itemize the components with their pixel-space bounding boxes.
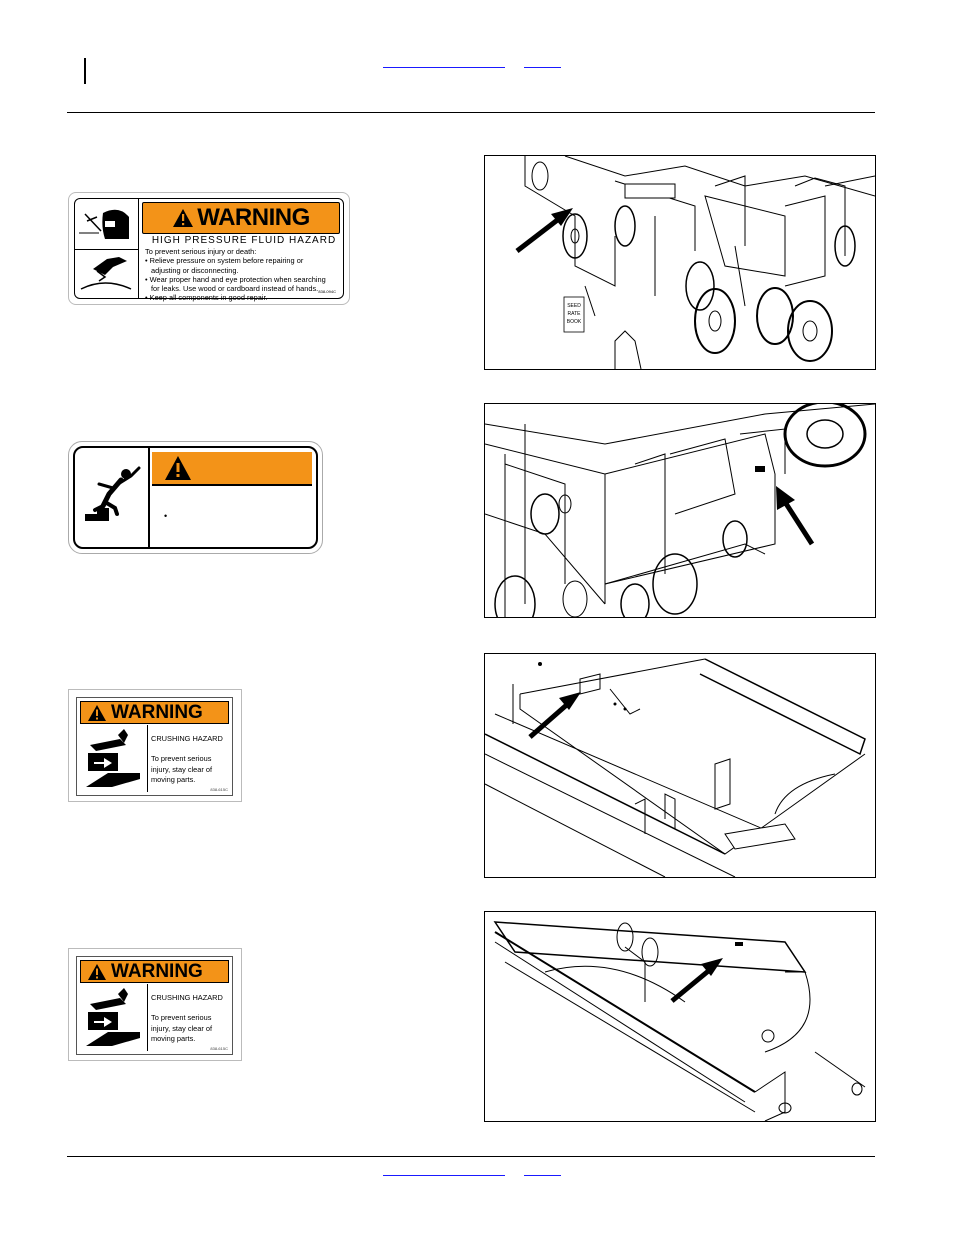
warning-label: WARNING [111,960,203,982]
decal-part-number: 838-615C [210,787,228,792]
planter-row-units-illustration: SEED RATE BOOK [515,156,875,369]
instruction-line: adjusting or disconnecting. [151,265,239,275]
falling-person-icon [85,466,141,521]
crushing-hazard-decal-1: WARNING CRUSHING HAZARD To prevent serio… [68,689,242,802]
figure-decal-location-4 [484,911,876,1122]
warning-triangle-icon [88,704,106,721]
header-rule [67,112,875,113]
hazard-title: CRUSHING HAZARD [151,734,223,743]
instruction-line: for leaks. Use wood or cardboard instead… [151,284,319,294]
warning-banner: WARNING [142,202,340,234]
face-shield-icon [79,209,129,239]
hazard-title: HIGH PRESSURE FLUID HAZARD [151,235,337,246]
hazard-message: To prevent serious injury, stay clear of… [151,1013,213,1043]
figure-decal-location-2 [484,403,876,618]
warning-banner: WARNING [80,701,229,724]
seed-box-front-illustration [493,921,866,1121]
warning-triangle-icon [165,456,191,480]
high-pressure-warning-decal: WARNING HIGH PRESSURE FLUID HAZARD To pr… [68,192,350,305]
instruction-line: • Keep all components in good repair. [145,293,268,303]
warning-triangle-icon [88,963,106,980]
fall-hazard-decal: • [68,441,323,554]
decal-pictogram-panel [75,448,150,547]
decal-part-number: 838-615C [210,1046,228,1051]
instruction-line: • Relieve pressure on system before repa… [145,256,304,266]
header-margin-bar [84,58,86,84]
warning-banner [152,452,312,486]
warning-triangle-icon [173,209,194,227]
figure-decal-location-1: SEED RATE BOOK [484,155,876,370]
arrow-icon [551,208,573,226]
crushing-hazard-icon [86,729,140,787]
crushing-hazard-icon [86,988,140,1046]
decal-pictogram-panel [80,984,148,1051]
hazard-message: To prevent serious injury, stay clear of… [151,754,213,784]
arrow-icon [701,958,723,976]
decal-pictogram-panel [80,725,148,792]
footer-link-2[interactable] [524,1175,561,1176]
warning-banner: WARNING [80,960,229,983]
decal-pictogram-panel [75,199,139,298]
crushing-hazard-decal-2: WARNING CRUSHING HAZARD To prevent serio… [68,948,242,1061]
footer-link-1[interactable] [383,1175,505,1176]
hand-injection-icon [80,257,132,290]
svg-text:RATE: RATE [568,311,582,317]
decal-instructions: To prevent serious injury or death: • Re… [145,247,337,303]
figure-decal-location-3 [484,653,876,878]
header-link-1[interactable] [383,67,505,68]
instruction-line: To prevent serious injury or death: [145,247,257,256]
decal-bullet: • [164,511,168,521]
arrow-icon [559,692,581,710]
warning-label: WARNING [111,701,203,723]
header-link-2[interactable] [524,67,561,68]
instruction-line: • Wear proper hand and eye protection wh… [145,274,326,284]
arrow-icon [776,486,795,510]
footer-rule [67,1156,875,1157]
warning-label: WARNING [197,204,310,231]
seed-rate-book-label: SEED [567,303,581,309]
hazard-title: CRUSHING HAZARD [151,993,223,1002]
decal-part-number: 838-094C [318,289,336,294]
seed-box-lid-illustration [485,658,866,877]
svg-text:BOOK: BOOK [567,319,582,325]
planter-side-panel-illustration [485,404,875,617]
